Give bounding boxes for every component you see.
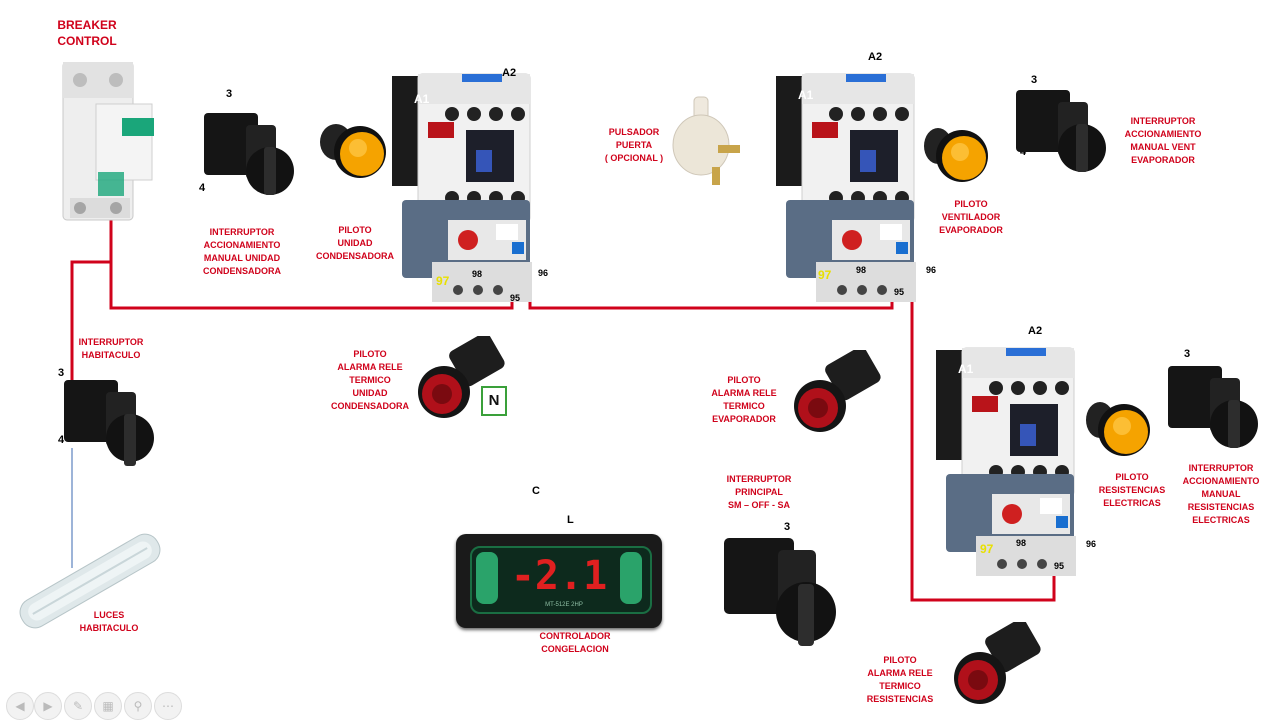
alarm-buzzer-red-icon (954, 622, 1041, 704)
contactor-2-96: 96 (926, 265, 937, 275)
contactor-3-95: 95 (1054, 561, 1065, 571)
alarm-resistencias-label: PILOTO ALARMA RELE TERMICO RESISTENCIAS (866, 655, 934, 704)
controller-terminal-l: L (567, 514, 574, 526)
more-options-icon[interactable]: ⋯ (154, 692, 182, 720)
contactor-2-95: 95 (894, 287, 905, 297)
alarm-evaporador-label: PILOTO ALARMA RELE TERMICO EVAPORADOR (711, 375, 777, 424)
pilot-light-orange-icon (320, 124, 386, 178)
selector-switch-icon[interactable] (718, 532, 848, 654)
contactor-3-icon[interactable] (936, 344, 1086, 584)
breaker-label: BREAKER CONTROL (57, 18, 117, 48)
switch-condensadora-terminal-3: 3 (226, 88, 233, 100)
contactor-3-97: 97 (980, 542, 994, 556)
contactor-1-a2: A2 (502, 67, 517, 79)
zoom-icon[interactable]: ⚲ (124, 692, 152, 720)
controller-display: -2.1 (510, 553, 608, 599)
switch-condensadora-terminal-4: 4 (199, 182, 206, 194)
contactor-1-98: 98 (472, 269, 483, 279)
wire-contactor2-contactor3 (910, 290, 1056, 602)
neutral-label: N (481, 386, 507, 416)
controller-label: CONTROLADOR CONGELACION (539, 631, 611, 654)
switch-resistencias-terminal-3: 3 (1184, 348, 1191, 360)
pilot-light-orange-icon (1086, 402, 1150, 456)
contactor-2-a2: A2 (868, 51, 883, 63)
selector-switch-icon[interactable] (200, 105, 300, 205)
fluorescent-light-icon (19, 533, 161, 629)
switch-habitaculo-label: INTERRUPTOR HABITACULO (78, 337, 144, 360)
contactor-2-98: 98 (856, 265, 867, 275)
contactor-3-a1: A1 (958, 362, 974, 376)
selector-switch-icon[interactable] (60, 374, 160, 474)
contactor-2-icon[interactable] (776, 70, 926, 310)
contactor-3-a2: A2 (1028, 325, 1043, 337)
pen-icon[interactable]: ✎ (64, 692, 92, 720)
alarm-buzzer-red-icon (418, 336, 505, 418)
selector-switch-icon[interactable] (1164, 360, 1264, 460)
pilot-condensadora-label: PILOTO UNIDAD CONDENSADORA (315, 225, 394, 261)
switch-habitaculo-terminal-3: 3 (58, 367, 65, 379)
contactor-1-95: 95 (510, 293, 521, 303)
door-push-button-icon[interactable] (666, 95, 746, 190)
pilot-ventilador-label: PILOTO VENTILADOR EVAPORADOR (939, 199, 1003, 235)
slides-icon[interactable]: ▦ (94, 692, 122, 720)
switch-evaporador-label: INTERRUPTOR ACCIONAMIENTO MANUAL VENT EV… (1124, 116, 1202, 165)
contactor-2-a1: A1 (798, 88, 814, 102)
next-slide-icon[interactable]: ▶ (34, 692, 62, 720)
alarm-buzzer-red-icon (794, 350, 881, 432)
switch-resistencias-label: INTERRUPTOR ACCIONAMIENTO MANUAL RESISTE… (1182, 463, 1260, 525)
switch-principal-terminal-3: 3 (784, 521, 791, 533)
contactor-3-96: 96 (1086, 539, 1097, 549)
contactor-1-96: 96 (538, 268, 549, 278)
switch-principal-label: INTERRUPTOR PRINCIPAL SM – OFF - SA (726, 474, 792, 510)
wire-breaker-habitaculo (70, 260, 111, 380)
alarm-condensadora-label: PILOTO ALARMA RELE TERMICO UNIDAD CONDEN… (330, 349, 409, 411)
contactor-3-98: 98 (1016, 538, 1027, 548)
pilot-light-orange-icon (924, 128, 988, 182)
contactor-2-97: 97 (818, 268, 832, 282)
previous-slide-icon[interactable]: ◀ (6, 692, 34, 720)
contactor-1-a1: A1 (414, 92, 430, 106)
selector-switch-icon[interactable] (1012, 82, 1112, 182)
controller-terminal-c: C (532, 485, 540, 497)
pulsador-label: PULSADOR PUERTA ( OPCIONAL ) (604, 127, 664, 163)
pilot-resistencias-label: PILOTO RESISTENCIAS ELECTRICAS (1098, 472, 1166, 508)
contactor-1-icon[interactable] (392, 70, 542, 310)
contactor-1-97: 97 (436, 274, 450, 288)
switch-habitaculo-terminal-4: 4 (58, 434, 65, 446)
luces-label: LUCES HABITACULO (79, 610, 139, 633)
switch-evaporador-terminal-3: 3 (1031, 74, 1038, 86)
switch-condensadora-label: INTERRUPTOR ACCIONAMIENTO MANUAL UNIDAD … (202, 227, 281, 276)
breaker-icon[interactable] (60, 62, 160, 222)
controller-model: MT-512E 2HP (545, 602, 583, 608)
temperature-controller[interactable]: -2.1 MT-512E 2HP (456, 534, 662, 628)
